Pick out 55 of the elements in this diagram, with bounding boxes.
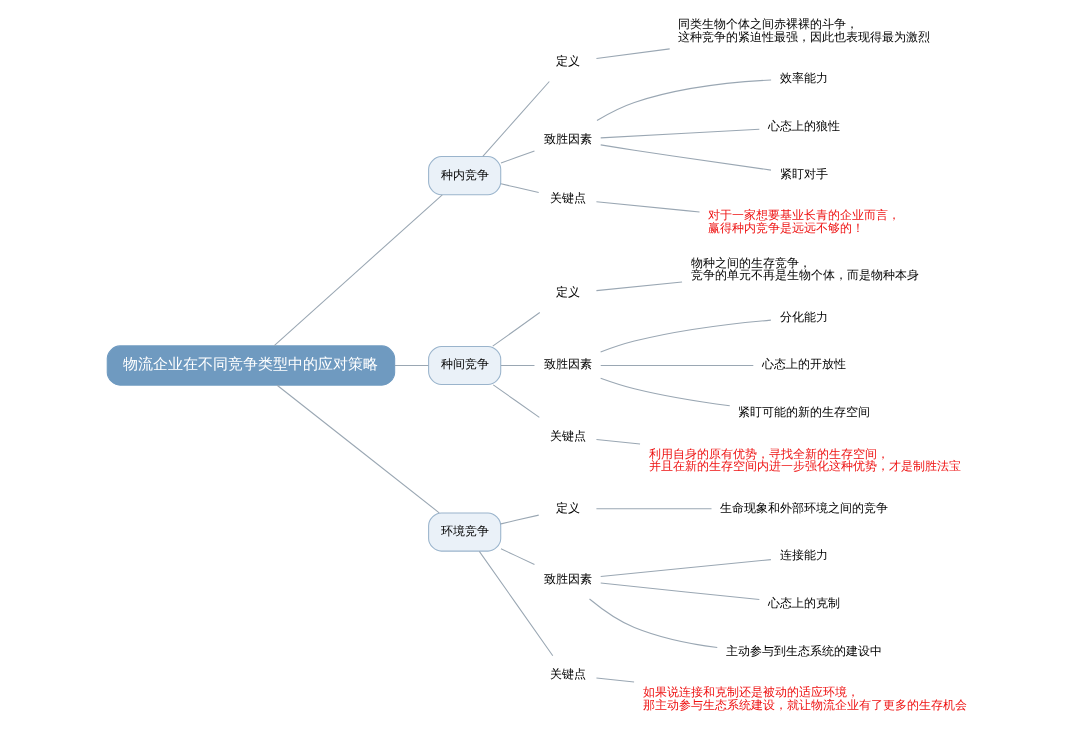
node-text: 心态上的狼性 xyxy=(767,118,840,133)
connector xyxy=(499,514,539,525)
connector xyxy=(595,48,670,60)
node-text: 关键点 xyxy=(549,190,586,205)
node-text: 致胜因素 xyxy=(543,131,592,146)
node-text: 连接能力 xyxy=(779,548,828,563)
node-text: 致胜因素 xyxy=(543,357,592,372)
node-box: 物流企业在不同竞争类型中的应对策略 xyxy=(106,345,395,386)
connector xyxy=(499,364,535,367)
connector xyxy=(599,582,760,601)
connector xyxy=(478,550,553,657)
connector xyxy=(595,677,635,683)
node-text: 关键点 xyxy=(549,667,586,682)
connector xyxy=(599,128,760,139)
connector xyxy=(595,201,700,213)
connector xyxy=(273,194,443,347)
node-text: 心态上的开放性 xyxy=(761,357,846,372)
node-text: 生命现象和外部环境之间的竞争 xyxy=(719,500,888,515)
connector xyxy=(499,548,535,566)
connector xyxy=(599,559,771,578)
node-text: 主动参与到生态系统的建设中 xyxy=(725,643,882,658)
connector xyxy=(599,144,771,171)
connector xyxy=(595,281,683,292)
node-text: 定义 xyxy=(555,500,580,515)
connector xyxy=(276,384,440,514)
node-text: 定义 xyxy=(555,54,580,69)
connector xyxy=(499,150,535,164)
connector xyxy=(492,384,540,418)
connector xyxy=(499,183,539,194)
node-text: 紧盯对手 xyxy=(779,166,828,181)
node-text: 物种之间的生存竞争，竞争的单元不再是生物个体，而是物种本身 xyxy=(690,255,919,283)
connector xyxy=(588,598,718,649)
connector xyxy=(491,312,540,347)
node-text: 分化能力 xyxy=(779,309,828,324)
node-box: 种内竞争 xyxy=(427,156,501,196)
connector xyxy=(595,508,712,510)
node-text: 同类生物个体之间赤裸裸的斗争，这种竞争的紧迫性最强，因此也表现得最为激烈 xyxy=(677,17,930,44)
connector xyxy=(599,319,771,353)
node-text: 致胜因素 xyxy=(543,571,592,586)
connector xyxy=(595,79,772,121)
connector xyxy=(481,81,550,157)
connector xyxy=(595,438,641,445)
node-text: 对于一家想要基业长青的企业而言，赢得种内竞争是远远不够的！ xyxy=(707,208,900,235)
connector xyxy=(599,364,754,367)
connector xyxy=(393,364,429,367)
node-text: 心态上的克制 xyxy=(767,596,840,611)
node-box: 种间竞争 xyxy=(427,345,501,386)
node-text: 关键点 xyxy=(549,428,586,443)
node-text: 定义 xyxy=(555,285,580,300)
node-text: 效率能力 xyxy=(779,71,828,86)
node-text: 紧盯可能的新的生存空间 xyxy=(737,405,870,420)
node-text: 利用自身的原有优势，寻找全新的生存空间，并且在新的生存空间内进一步强化这种优势，才是制胜法宝 xyxy=(648,447,961,474)
node-text: 如果说连接和克制还是被动的适应环境，那主动参与生态系统建设，就让物流企业有了更多的生存机会 xyxy=(642,686,967,712)
node-box: 环境竞争 xyxy=(427,512,501,552)
connector xyxy=(599,377,730,407)
